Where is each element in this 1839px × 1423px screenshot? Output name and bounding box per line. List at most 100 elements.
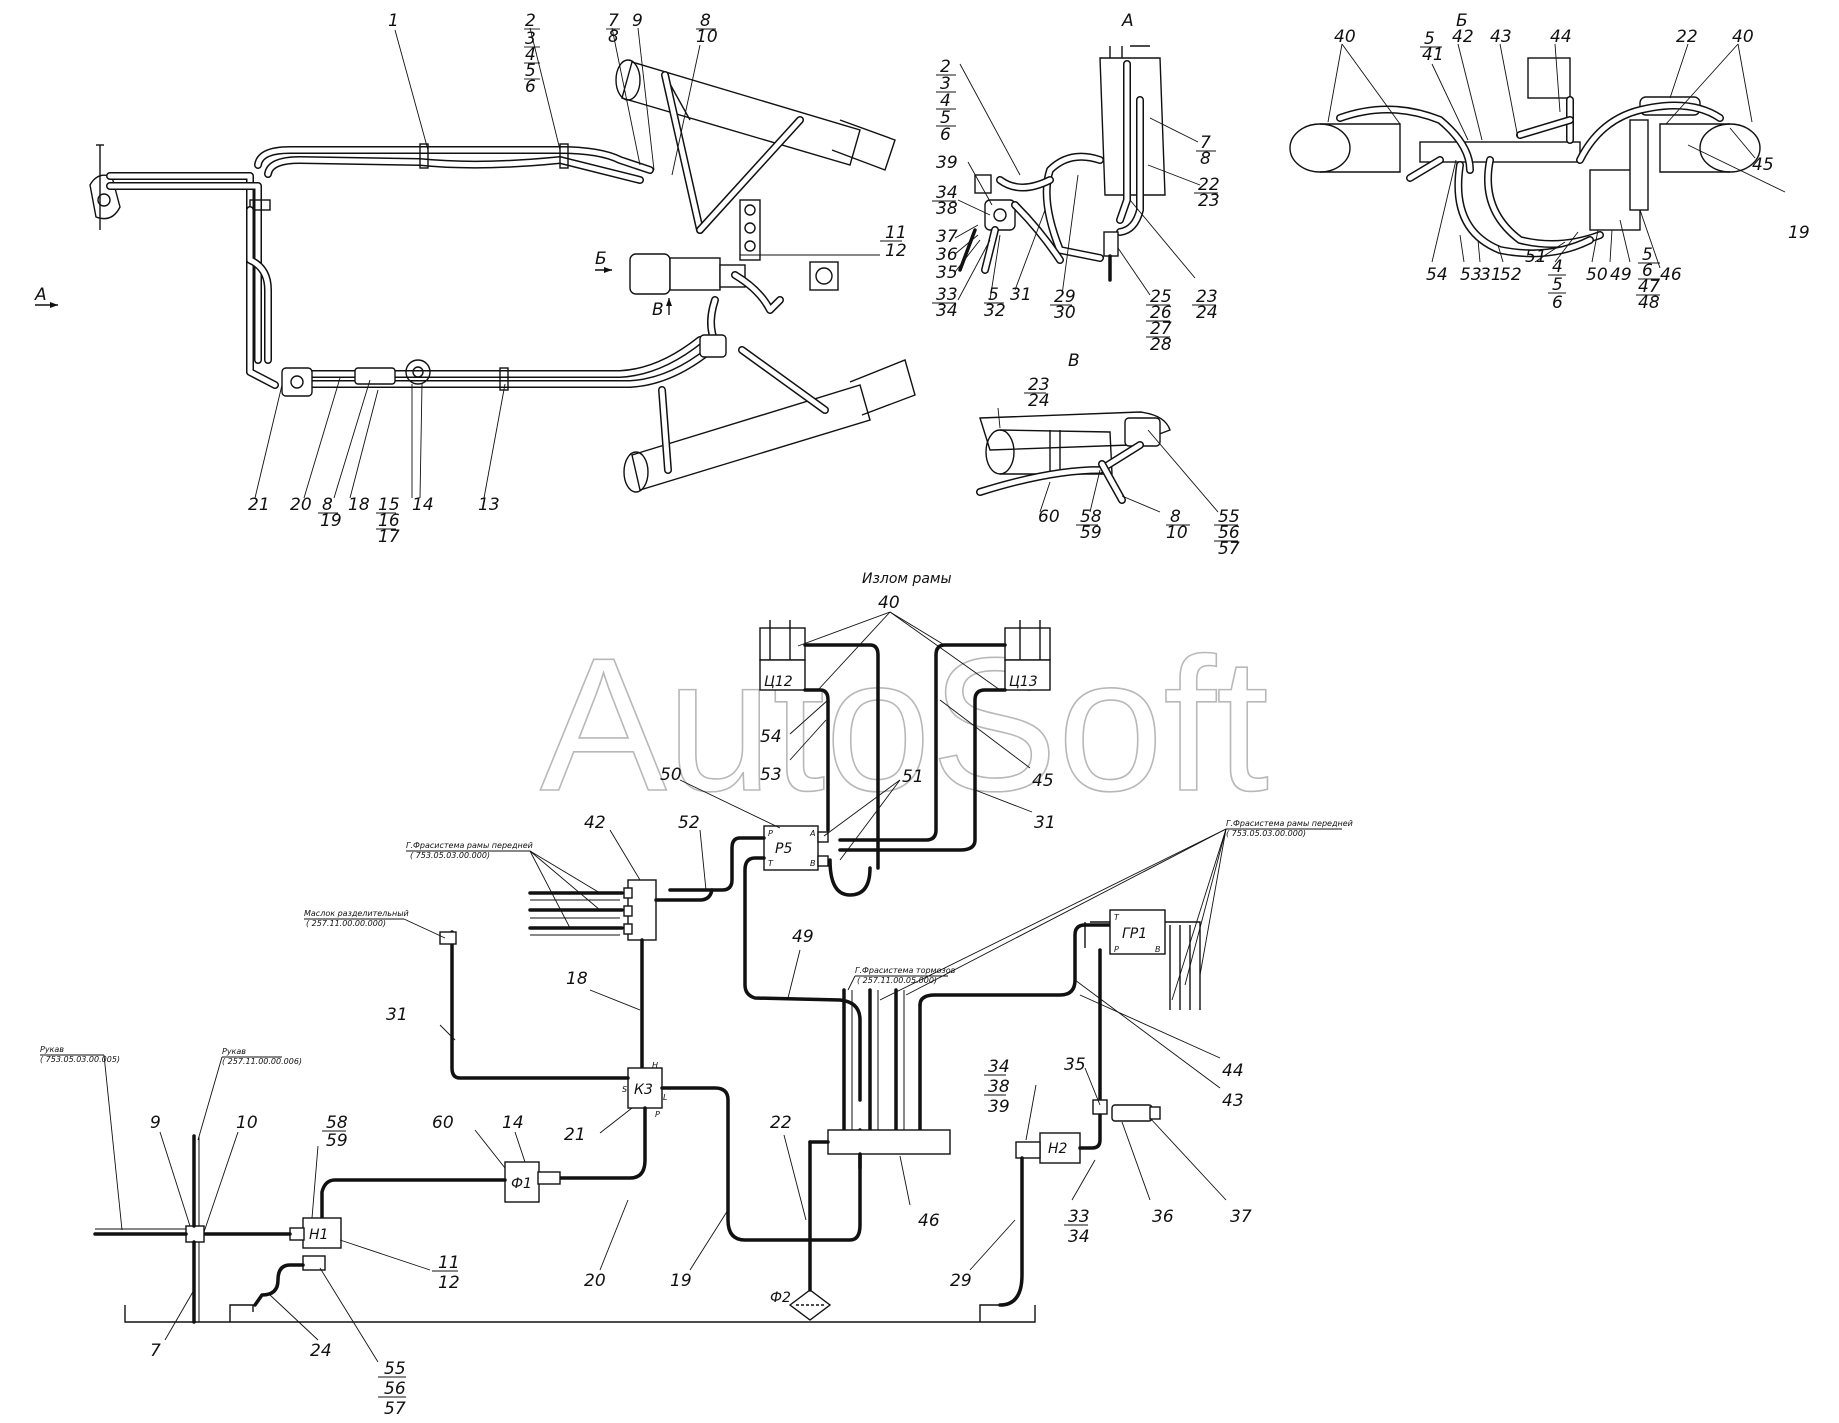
- a-callout-3: 3: [940, 74, 951, 94]
- schematic-callouts: 40 54 53 45 50 51 31 52 42 49 18 31 44 4…: [150, 593, 1252, 1419]
- b-callout-5: 5: [1424, 29, 1435, 49]
- b-callout-6: 6: [1552, 293, 1563, 313]
- s-callout-42: 42: [584, 813, 606, 833]
- view-a-title: А: [1121, 11, 1134, 31]
- a-callout-35: 35: [936, 263, 958, 283]
- a-callout-28: 28: [1150, 335, 1172, 355]
- top-callout-leaders: [254, 27, 880, 499]
- s-callout-34b: 34: [1068, 1227, 1090, 1247]
- a-callout-34: 34: [936, 183, 958, 203]
- valve-gr1: ГР1 T P B: [1109, 909, 1166, 955]
- s-callout-46: 46: [918, 1211, 940, 1231]
- scheme-title: Излом рамы: [862, 571, 952, 587]
- k3-port-l: L: [663, 1093, 667, 1102]
- r5-port-a: A: [809, 829, 815, 838]
- b-callout-51: 51: [1525, 247, 1547, 267]
- s-callout-57: 57: [384, 1399, 406, 1419]
- a-callout-23: 23: [1196, 287, 1218, 307]
- s-callout-33: 33: [1068, 1207, 1090, 1227]
- s-callout-19: 19: [670, 1271, 692, 1291]
- view-v-arrow-label: В: [652, 300, 664, 320]
- s-callout-40: 40: [878, 593, 900, 613]
- note-hose-2-code: ( 257.11.00.00.006): [222, 1057, 302, 1066]
- s-callout-51: 51: [902, 767, 924, 787]
- b-callout-43: 43: [1490, 27, 1512, 47]
- note-distribution-node: Маслок разделительный: [304, 909, 409, 918]
- v-callout-57: 57: [1218, 539, 1240, 559]
- cylinder-c13: Ц13: [1004, 620, 1051, 691]
- s-callout-38: 38: [988, 1077, 1010, 1097]
- gr1-label: ГР1: [1122, 926, 1147, 942]
- view-b: Б: [1289, 11, 1786, 269]
- s-callout-37: 37: [1230, 1207, 1252, 1227]
- a-callout-8: 8: [1200, 149, 1211, 169]
- a-callout-6: 6: [940, 125, 951, 145]
- b-callout-41: 41: [1422, 45, 1444, 65]
- v-callout-58: 58: [1080, 507, 1102, 527]
- s-callout-50: 50: [660, 765, 682, 785]
- v-callout-60: 60: [1038, 507, 1060, 527]
- b-callout-48: 48: [1638, 293, 1660, 313]
- valve-r5: Р5 P T A B: [763, 825, 819, 871]
- s-callout-60: 60: [432, 1113, 454, 1133]
- callout-1: 1: [388, 11, 399, 31]
- view-v-title: В: [1068, 351, 1080, 371]
- v-callout-56: 56: [1218, 523, 1240, 543]
- callout-20: 20: [290, 495, 312, 515]
- v-callout-55: 55: [1218, 507, 1240, 527]
- b-callout-19: 19: [1788, 223, 1810, 243]
- s-callout-7: 7: [150, 1341, 161, 1361]
- b-callout-44: 44: [1550, 27, 1572, 47]
- a-callout-27: 27: [1150, 319, 1172, 339]
- s-callout-29: 29: [950, 1271, 972, 1291]
- callout-17: 17: [378, 527, 400, 547]
- s-callout-54: 54: [760, 727, 782, 747]
- hydraulic-schematic: Излом рамы Ц12 Ц13 Р5 P: [93, 571, 1201, 1324]
- view-a: А: [954, 11, 1201, 301]
- s-callout-35: 35: [1064, 1055, 1086, 1075]
- view-v-callouts: 23 24 60 58 59 8 10 55 56 57: [1024, 375, 1240, 559]
- s-callout-56: 56: [384, 1379, 406, 1399]
- s-callout-24: 24: [310, 1341, 332, 1361]
- view-a-arrow-label: А: [34, 285, 47, 305]
- a-callout-29: 29: [1054, 287, 1076, 307]
- k3-label: К3: [634, 1082, 653, 1098]
- callout-8: 8: [608, 27, 619, 47]
- v-callout-24: 24: [1028, 391, 1050, 411]
- k3-port-s: S: [622, 1085, 627, 1094]
- c12-label: Ц12: [764, 674, 793, 690]
- s-callout-31b: 31: [386, 1005, 408, 1025]
- s-callout-18: 18: [566, 969, 588, 989]
- callout-18: 18: [348, 495, 370, 515]
- cylinder-c12: Ц12: [759, 620, 806, 691]
- a-callout-24: 24: [1196, 303, 1218, 323]
- callout-11: 11: [885, 223, 907, 243]
- valve-k3: К3 H S L P: [622, 1061, 667, 1119]
- callout-3: 3: [525, 29, 536, 49]
- b-callout-45: 45: [1752, 155, 1774, 175]
- view-b-arrow-label: Б: [595, 249, 607, 269]
- callout-8b: 8: [700, 11, 711, 31]
- callout-21: 21: [248, 495, 270, 515]
- b-callout-52: 52: [1500, 265, 1522, 285]
- view-b-title: Б: [1456, 11, 1468, 31]
- s-callout-55: 55: [384, 1359, 406, 1379]
- a-callout-5: 5: [940, 108, 951, 128]
- s-callout-58: 58: [326, 1113, 348, 1133]
- a-callout-36: 36: [936, 245, 958, 265]
- s-callout-21: 21: [564, 1125, 586, 1145]
- a-callout-34b: 34: [936, 301, 958, 321]
- s-callout-9: 9: [150, 1113, 161, 1133]
- view-v: В: [976, 351, 1219, 513]
- s-callout-31: 31: [1034, 813, 1056, 833]
- callout-9: 9: [632, 11, 643, 31]
- v-callout-10: 10: [1166, 523, 1188, 543]
- s-callout-10: 10: [236, 1113, 258, 1133]
- a-callout-31: 31: [1010, 285, 1032, 305]
- s-callout-12: 12: [438, 1273, 460, 1293]
- s-callout-36: 36: [1152, 1207, 1174, 1227]
- a-callout-38: 38: [936, 199, 958, 219]
- s-callout-45: 45: [1032, 771, 1054, 791]
- gr1-port-p: P: [1114, 945, 1119, 954]
